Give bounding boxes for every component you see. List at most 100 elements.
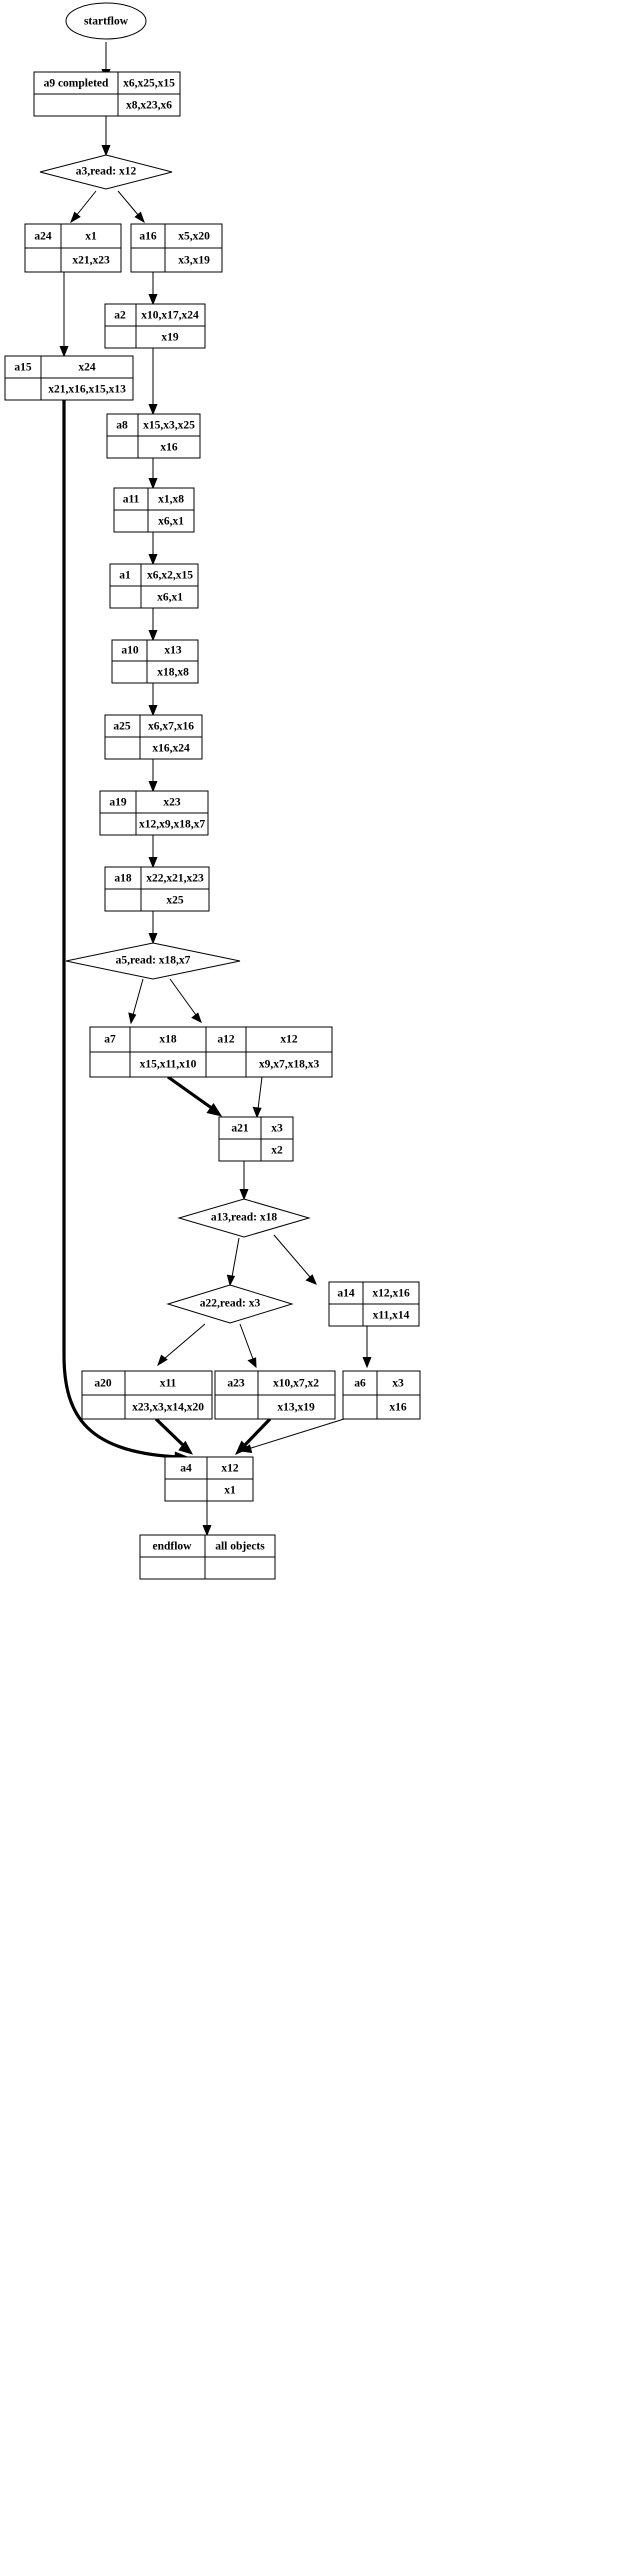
node-a21[interactable]: a21 x3 x2 bbox=[218, 1116, 294, 1162]
edge-a10-a25 bbox=[148, 683, 158, 717]
edge-a3-a24 bbox=[70, 190, 97, 224]
edge-a13-a14 bbox=[273, 1234, 317, 1285]
node-a11[interactable]: a11 x1,x8 x6,x1 bbox=[113, 487, 195, 533]
node-a8[interactable]: a8 x15,x3,x25 x16 bbox=[106, 413, 201, 459]
edge-a5-a7 bbox=[128, 978, 144, 1025]
a14-name: a14 bbox=[337, 1288, 355, 1300]
a23-top-right: x10,x7,x2 bbox=[273, 1378, 319, 1390]
a9-bottom-right: x8,x23,x6 bbox=[126, 100, 172, 112]
a11-bottom-right: x6,x1 bbox=[158, 516, 184, 528]
a2-name: a2 bbox=[114, 310, 126, 322]
node-a25[interactable]: a25 x6,x7,x16 x16,x24 bbox=[104, 714, 203, 760]
a21-name: a21 bbox=[231, 1123, 249, 1135]
edge-a2-a8 bbox=[148, 348, 158, 416]
a16-top-right: x5,x20 bbox=[178, 231, 210, 243]
a1-bottom-right: x6,x1 bbox=[157, 592, 183, 604]
a6-name: a6 bbox=[354, 1378, 366, 1390]
node-a7[interactable]: a7 x18 x15,x11,x10 bbox=[89, 1026, 207, 1078]
edge-a12-a21 bbox=[252, 1076, 263, 1119]
a16-name: a16 bbox=[139, 231, 157, 243]
node-a18[interactable]: a18 x22,x21,x23 x25 bbox=[104, 866, 210, 912]
node-a6[interactable]: a6 x3 x16 bbox=[342, 1370, 421, 1420]
endflow-label-right: all objects bbox=[215, 1541, 265, 1553]
edge-a20-a4 bbox=[154, 1417, 194, 1455]
a8-top-right: x15,x3,x25 bbox=[143, 420, 195, 432]
a12-name: a12 bbox=[217, 1034, 235, 1046]
edge-a18-a5 bbox=[148, 911, 158, 945]
a4-name: a4 bbox=[180, 1463, 192, 1475]
edge-a5-a12 bbox=[169, 978, 202, 1023]
edge-a23-a4 bbox=[235, 1417, 272, 1455]
edge-a22-a20 bbox=[157, 1323, 206, 1367]
a1-top-right: x6,x2,x15 bbox=[147, 570, 193, 582]
node-a22[interactable]: a22,read: x3 bbox=[166, 1284, 294, 1324]
node-a13[interactable]: a13,read: x18 bbox=[177, 1198, 311, 1238]
a14-top-right: x12,x16 bbox=[372, 1288, 410, 1300]
node-a20[interactable]: a20 x11 x23,x3,x14,x20 bbox=[81, 1370, 213, 1420]
edge-layer bbox=[59, 42, 372, 1537]
a16-bottom-right: x3,x19 bbox=[178, 255, 210, 267]
a23-name: a23 bbox=[227, 1378, 245, 1390]
node-a3[interactable]: a3,read: x12 bbox=[39, 154, 173, 190]
a25-name: a25 bbox=[113, 721, 131, 733]
node-a15[interactable]: a15 x24 x21,x16,x15,x13 bbox=[4, 355, 134, 401]
node-a5[interactable]: a5,read: x18,x7 bbox=[65, 942, 241, 980]
node-a12[interactable]: a12 x12 x9,x7,x18,x3 bbox=[205, 1026, 333, 1078]
a18-top-right: x22,x21,x23 bbox=[146, 873, 204, 885]
edge-a15-a4 bbox=[62, 400, 189, 1464]
endflow-label-left: endflow bbox=[153, 1541, 193, 1553]
node-a23[interactable]: a23 x10,x7,x2 x13,x19 bbox=[214, 1370, 336, 1420]
a5-label: a5,read: x18,x7 bbox=[116, 955, 191, 967]
edge-a16-a2 bbox=[148, 272, 158, 306]
node-a19[interactable]: a19 x23 x12,x9,x18,x7 bbox=[99, 790, 209, 836]
edge-a21-a13 bbox=[239, 1161, 249, 1201]
a15-name: a15 bbox=[14, 362, 32, 374]
a11-top-right: x1,x8 bbox=[158, 494, 184, 506]
startflow-label: startflow bbox=[84, 16, 129, 28]
node-a1[interactable]: a1 x6,x2,x15 x6,x1 bbox=[109, 563, 199, 609]
node-a16[interactable]: a16 x5,x20 x3,x19 bbox=[130, 223, 223, 273]
a24-bottom-right: x21,x23 bbox=[72, 255, 110, 267]
node-a4[interactable]: a4 x12 x1 bbox=[164, 1456, 254, 1502]
a9-top-right: x6,x25,x15 bbox=[123, 78, 175, 90]
a10-top-right: x13 bbox=[164, 645, 182, 657]
node-endflow[interactable]: endflow all objects bbox=[139, 1534, 276, 1580]
a4-bottom-right: x1 bbox=[224, 1485, 236, 1497]
a25-top-right: x6,x7,x16 bbox=[148, 721, 194, 733]
node-a14[interactable]: a14 x12,x16 x11,x14 bbox=[328, 1281, 420, 1327]
a9-name: a9 completed bbox=[44, 78, 109, 90]
node-startflow[interactable]: startflow bbox=[65, 2, 147, 40]
a7-name: a7 bbox=[104, 1034, 116, 1046]
edge-a14-a6 bbox=[362, 1326, 372, 1369]
edge-a9-a3 bbox=[101, 116, 111, 157]
a12-bottom-right: x9,x7,x18,x3 bbox=[259, 1059, 320, 1071]
a12-top-right: x12 bbox=[280, 1034, 298, 1046]
a24-name: a24 bbox=[34, 231, 52, 243]
node-a9[interactable]: a9 completed x6,x25,x15 x8,x23,x6 bbox=[33, 71, 181, 117]
edge-a1-a10 bbox=[148, 608, 158, 642]
a2-top-right: x10,x17,x24 bbox=[141, 310, 199, 322]
edge-a11-a1 bbox=[148, 532, 158, 566]
node-a2[interactable]: a2 x10,x17,x24 x19 bbox=[104, 303, 206, 349]
edge-a7-a21 bbox=[167, 1075, 223, 1117]
a19-top-right: x23 bbox=[163, 797, 181, 809]
edge-a8-a11 bbox=[148, 458, 158, 490]
a2-bottom-right: x19 bbox=[161, 332, 179, 344]
edge-a25-a19 bbox=[148, 759, 158, 793]
a20-name: a20 bbox=[94, 1378, 112, 1390]
a21-bottom-right: x2 bbox=[271, 1145, 283, 1157]
a8-bottom-right: x16 bbox=[160, 442, 178, 454]
a21-top-right: x3 bbox=[271, 1123, 283, 1135]
a15-top-right: x24 bbox=[78, 362, 96, 374]
a24-top-right: x1 bbox=[85, 231, 97, 243]
a23-bottom-right: x13,x19 bbox=[277, 1402, 315, 1414]
a19-bottom-right: x12,x9,x18,x7 bbox=[139, 819, 205, 831]
node-a10[interactable]: a10 x13 x18,x8 bbox=[111, 639, 199, 684]
a6-bottom-right: x16 bbox=[389, 1402, 407, 1414]
a7-bottom-right: x15,x11,x10 bbox=[140, 1059, 197, 1071]
a20-bottom-right: x23,x3,x14,x20 bbox=[132, 1402, 204, 1414]
node-a24[interactable]: a24 x1 x21,x23 bbox=[24, 223, 122, 273]
a25-bottom-right: x16,x24 bbox=[152, 743, 190, 755]
a8-name: a8 bbox=[116, 420, 128, 432]
